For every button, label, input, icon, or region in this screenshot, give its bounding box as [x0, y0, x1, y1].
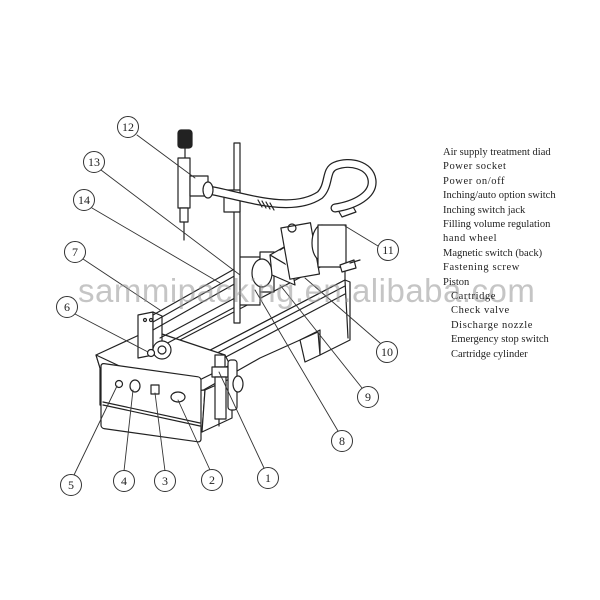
callout-3: 3 — [154, 470, 176, 492]
legend-item: Cartridge — [451, 291, 497, 303]
air-supply-unit — [211, 354, 244, 427]
legend-item: Discharge nozzle — [451, 319, 533, 331]
support-rod — [223, 142, 241, 324]
legend-item: Check valve — [451, 305, 510, 317]
legend-item: Inching/auto option switch — [443, 190, 556, 202]
legend-item: Inching switch jack — [443, 204, 526, 216]
emergency-stop-switch-icon — [114, 379, 124, 389]
legend-item: hand wheel — [443, 233, 498, 245]
discharge-nozzle — [177, 129, 214, 241]
legend-item: Fastening screw — [443, 262, 520, 274]
callout-9: 9 — [357, 386, 379, 408]
leader-lines — [73, 134, 381, 476]
legend-item: Power socket — [443, 161, 507, 173]
legend-item: Emergency stop switch — [451, 334, 549, 346]
callout-11: 11 — [377, 239, 399, 261]
callout-8: 8 — [331, 430, 353, 452]
power-socket-icon — [170, 391, 186, 403]
legend-item: Cartridge cylinder — [451, 348, 528, 360]
callout-4: 4 — [113, 470, 135, 492]
callout-13: 13 — [83, 151, 105, 173]
callout-14: 14 — [73, 189, 95, 211]
hand-wheel-icon — [152, 340, 172, 360]
legend-item: Air supply treatment diad — [443, 147, 551, 158]
legend-item: Power on/off — [443, 175, 506, 187]
legend-item: Piston — [443, 276, 470, 288]
callout-1: 1 — [257, 467, 279, 489]
callout-5: 5 — [60, 474, 82, 496]
piston-cartridge — [269, 222, 347, 286]
hose — [203, 159, 377, 213]
callout-10: 10 — [376, 341, 398, 363]
cartridge-cylinder-assembly — [137, 251, 275, 360]
inching-switch-jack-icon — [129, 379, 141, 393]
legend-item: Filling volume regulation — [443, 219, 551, 231]
callout-6: 6 — [56, 296, 78, 318]
callout-7: 7 — [64, 241, 86, 263]
legend-item: Magnetic switch (back) — [443, 247, 543, 259]
callout-12: 12 — [117, 116, 139, 138]
callout-2: 2 — [201, 469, 223, 491]
